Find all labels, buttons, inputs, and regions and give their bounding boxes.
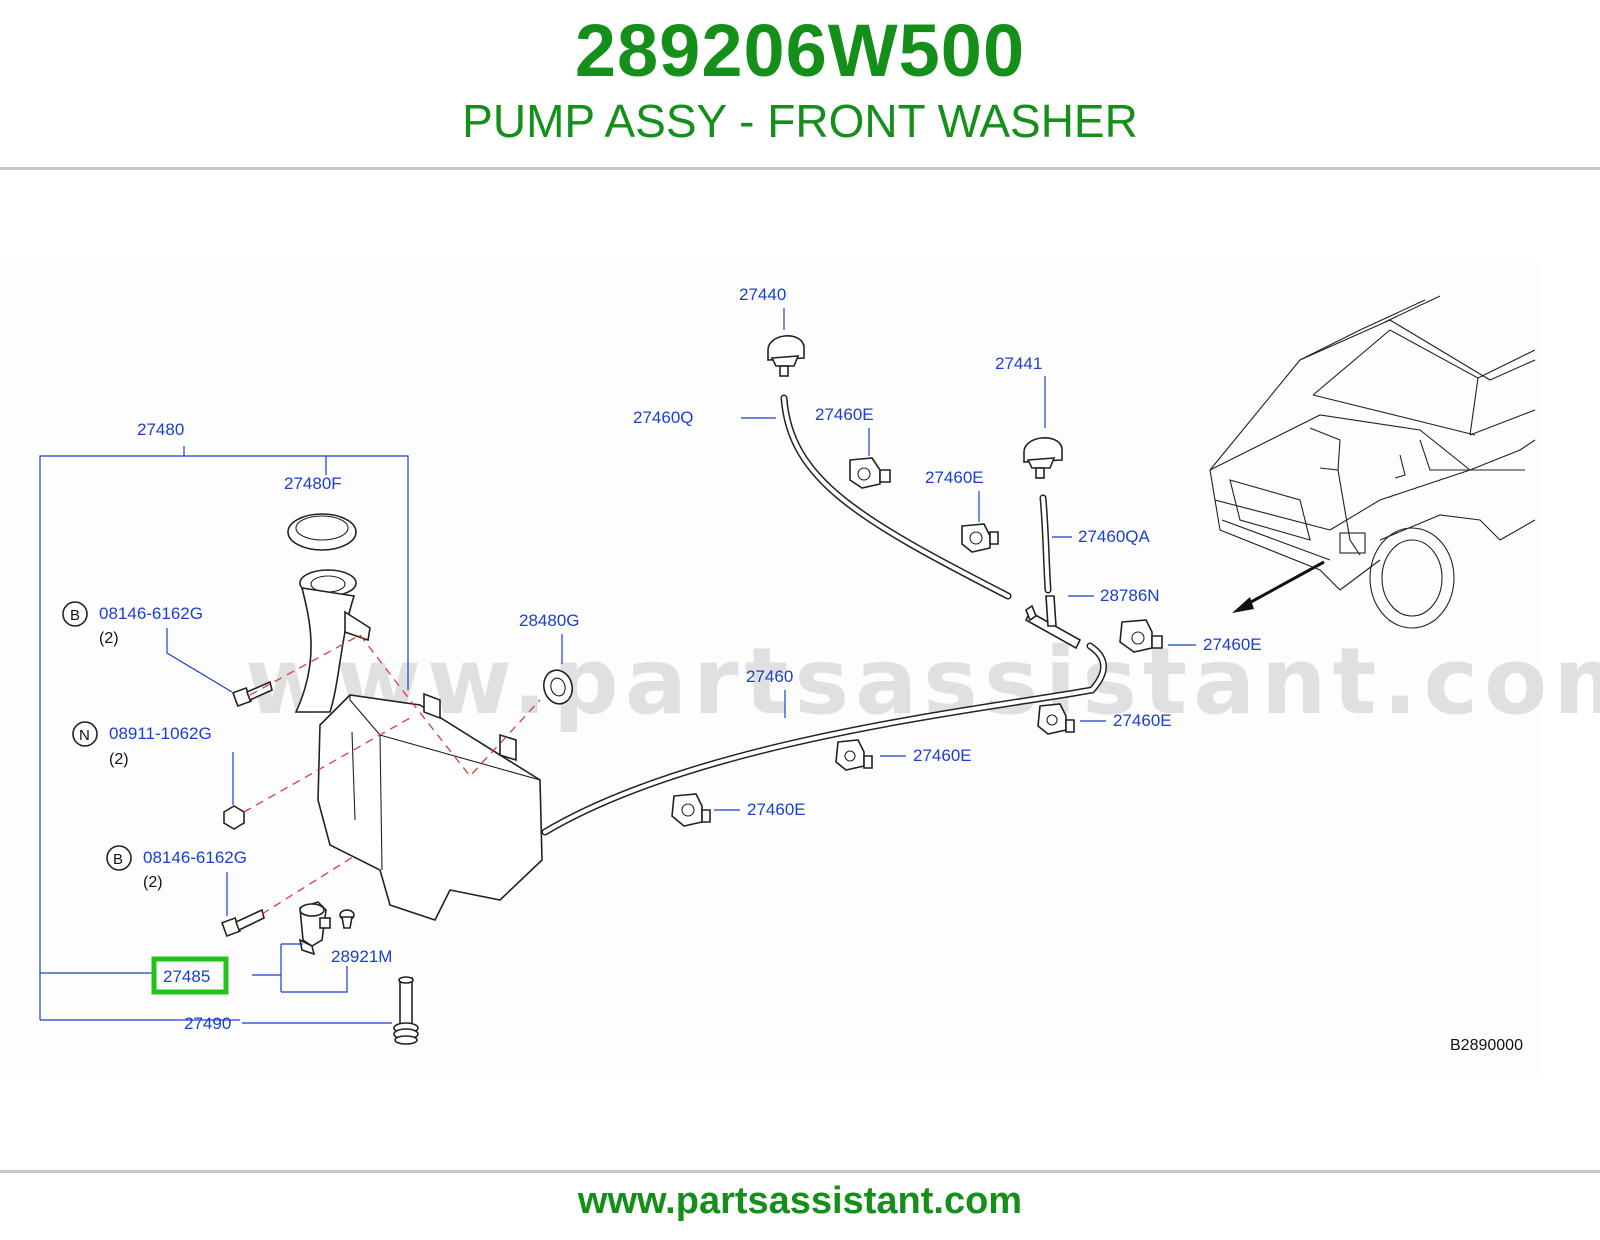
bolt-bottom-badge — [106, 845, 132, 871]
filler-cap-part — [287, 513, 357, 551]
callout-nut-qty: (2) — [109, 751, 129, 768]
part-number: 289206W500 — [574, 9, 1026, 92]
dash-nut — [243, 717, 411, 813]
washer-pump-part — [298, 901, 355, 956]
diagram-panel — [0, 262, 1540, 1077]
bolt-bottom-badge-letter: B — [113, 851, 123, 868]
clip-1-part — [849, 457, 891, 489]
nut-part — [223, 805, 245, 830]
callout-27460e-4[interactable]: 27460E — [1113, 711, 1172, 730]
washer-tank-part — [294, 569, 543, 921]
bolt-bottom-part — [221, 908, 265, 937]
callout-27460[interactable]: 27460 — [746, 667, 793, 686]
callout-bolt-bottom[interactable]: 08146-6162G — [143, 848, 247, 867]
nut-badge-letter: N — [79, 727, 90, 744]
joint-28786n-part — [1024, 595, 1082, 650]
pointer-arrow-line — [1239, 560, 1325, 610]
footer-divider — [0, 1170, 1600, 1173]
callout-27480f[interactable]: 27480F — [284, 474, 342, 493]
page-header: 289206W500 PUMP ASSY - FRONT WASHER — [0, 0, 1600, 168]
callout-27441[interactable]: 27441 — [995, 354, 1042, 373]
nozzle-27441-part — [1023, 437, 1063, 479]
callout-27490[interactable]: 27490 — [184, 1014, 231, 1033]
callout-27480[interactable]: 27480 — [137, 420, 184, 439]
bracket-27480 — [39, 455, 409, 1020]
strainer-part — [393, 976, 419, 1045]
leader-27485 — [252, 943, 348, 993]
callout-27440[interactable]: 27440 — [739, 285, 786, 304]
callout-27460q[interactable]: 27460Q — [633, 408, 694, 427]
callout-27485[interactable]: 27485 — [163, 967, 210, 986]
vehicle-sketch — [1209, 295, 1536, 629]
clip-3-part — [1119, 619, 1163, 653]
nut-badge — [72, 721, 98, 747]
bolt-top-badge-letter: B — [70, 607, 80, 624]
pointer-arrow-head — [1232, 597, 1254, 613]
callout-27460e-3[interactable]: 27460E — [1203, 635, 1262, 654]
dash-bolt-bottom — [261, 854, 357, 915]
footer-url-link[interactable]: www.partsassistant.com — [577, 1180, 1023, 1222]
header-divider — [0, 167, 1600, 170]
callout-bolt-bottom-qty: (2) — [143, 874, 163, 891]
leader-bolt-top — [166, 628, 233, 693]
callout-bolt-top[interactable]: 08146-6162G — [99, 604, 203, 623]
callout-28921m[interactable]: 28921M — [331, 947, 392, 966]
reference-code: B2890000 — [1450, 1037, 1523, 1054]
bolt-top-badge — [62, 601, 88, 627]
callout-27460e-1[interactable]: 27460E — [815, 405, 874, 424]
hose-27460q-part — [780, 394, 1012, 600]
callout-bolt-top-qty: (2) — [99, 630, 119, 647]
callout-28480g[interactable]: 28480G — [519, 611, 580, 630]
part-title: PUMP ASSY - FRONT WASHER — [462, 95, 1138, 147]
clip-6-part — [671, 793, 711, 827]
callout-27460e-6[interactable]: 27460E — [747, 800, 806, 819]
grommet-part — [542, 669, 574, 705]
callout-27460e-5[interactable]: 27460E — [913, 746, 972, 765]
clip-2-part — [961, 523, 999, 553]
callout-nut[interactable]: 08911-1062G — [109, 724, 212, 743]
highlight-27485 — [151, 956, 229, 995]
callout-28786n[interactable]: 28786N — [1100, 586, 1160, 605]
dash-bolt-top — [249, 634, 361, 696]
callout-27460qa[interactable]: 27460QA — [1078, 527, 1150, 546]
nozzle-27440-part — [767, 335, 805, 377]
clip-4-part — [1037, 703, 1075, 735]
callout-27460e-2[interactable]: 27460E — [925, 468, 984, 487]
clip-5-part — [835, 739, 873, 771]
